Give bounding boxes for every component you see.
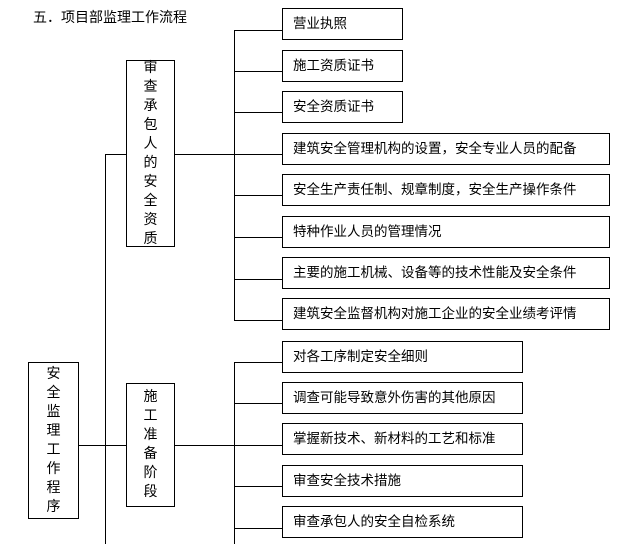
stage-node-label: 审查承包人的安全资质 xyxy=(143,59,158,247)
connector-item xyxy=(234,195,282,196)
stage-node-construction-preparation: 施工准备阶段 xyxy=(126,383,175,507)
item-safety-organization: 建筑安全管理机构的设置，安全专业人员的配备 xyxy=(282,133,610,165)
item-review-self-inspection: 审查承包人的安全自检系统 xyxy=(282,506,523,538)
item-label: 建筑安全管理机构的设置，安全专业人员的配备 xyxy=(293,141,577,157)
stage-node-qualification-review: 审查承包人的安全资质 xyxy=(126,60,175,247)
connector-root-to-spine xyxy=(79,445,126,446)
item-machinery-performance: 主要的施工机械、设备等的技术性能及安全条件 xyxy=(282,257,610,289)
connector-item xyxy=(234,486,282,487)
connector-item xyxy=(234,362,282,363)
connector-item xyxy=(234,445,282,446)
connector-spine-to-stage-2 xyxy=(105,445,126,446)
item-label: 掌握新技术、新材料的工艺和标准 xyxy=(293,431,496,447)
page-title: 五．项目部监理工作流程 xyxy=(33,10,187,26)
item-business-license: 营业执照 xyxy=(282,8,403,40)
connector-spine-to-stage-1 xyxy=(105,154,126,155)
item-special-operators: 特种作业人员的管理情况 xyxy=(282,216,610,248)
item-investigate-accident-causes: 调查可能导致意外伤害的其他原因 xyxy=(282,382,523,414)
connector-item xyxy=(234,279,282,280)
root-node: 安全监理工作程序 xyxy=(28,362,79,519)
item-new-tech-standards: 掌握新技术、新材料的工艺和标准 xyxy=(282,423,523,455)
item-label: 对各工序制定安全细则 xyxy=(293,349,428,365)
connector-item xyxy=(234,528,282,529)
connector-item xyxy=(234,403,282,404)
item-safety-qualification: 安全资质证书 xyxy=(282,91,403,123)
item-label: 审查安全技术措施 xyxy=(293,473,401,489)
item-review-safety-measures: 审查安全技术措施 xyxy=(282,465,523,497)
item-construction-qualification: 施工资质证书 xyxy=(282,50,403,82)
root-node-label: 安全监理工作程序 xyxy=(46,365,61,515)
item-label: 审查承包人的安全自检系统 xyxy=(293,514,455,530)
item-label: 安全生产责任制、规章制度，安全生产操作条件 xyxy=(293,182,577,198)
connector-item xyxy=(234,320,282,321)
item-label: 特种作业人员的管理情况 xyxy=(293,224,442,240)
item-label: 调查可能导致意外伤害的其他原因 xyxy=(293,390,496,406)
connector-stage-1-to-branch xyxy=(175,154,234,155)
connector-stage-2-to-branch xyxy=(175,445,234,446)
item-responsibility-system: 安全生产责任制、规章制度，安全生产操作条件 xyxy=(282,174,610,206)
item-label: 主要的施工机械、设备等的技术性能及安全条件 xyxy=(293,265,577,281)
stage-node-label: 施工准备阶段 xyxy=(143,389,158,500)
item-label: 施工资质证书 xyxy=(293,58,374,74)
item-safety-performance-evaluation: 建筑安全监督机构对施工企业的安全业绩考评情 xyxy=(282,298,610,330)
main-spine xyxy=(105,154,106,544)
branch-spine-stage-2 xyxy=(234,362,235,544)
item-label: 营业执照 xyxy=(293,16,347,32)
branch-spine-stage-1 xyxy=(234,30,235,321)
item-label: 安全资质证书 xyxy=(293,99,374,115)
item-process-safety-rules: 对各工序制定安全细则 xyxy=(282,341,523,373)
item-label: 建筑安全监督机构对施工企业的安全业绩考评情 xyxy=(293,306,577,322)
connector-item xyxy=(234,237,282,238)
connector-item xyxy=(234,30,282,31)
connector-item xyxy=(234,112,282,113)
connector-item xyxy=(234,71,282,72)
connector-item xyxy=(234,154,282,155)
